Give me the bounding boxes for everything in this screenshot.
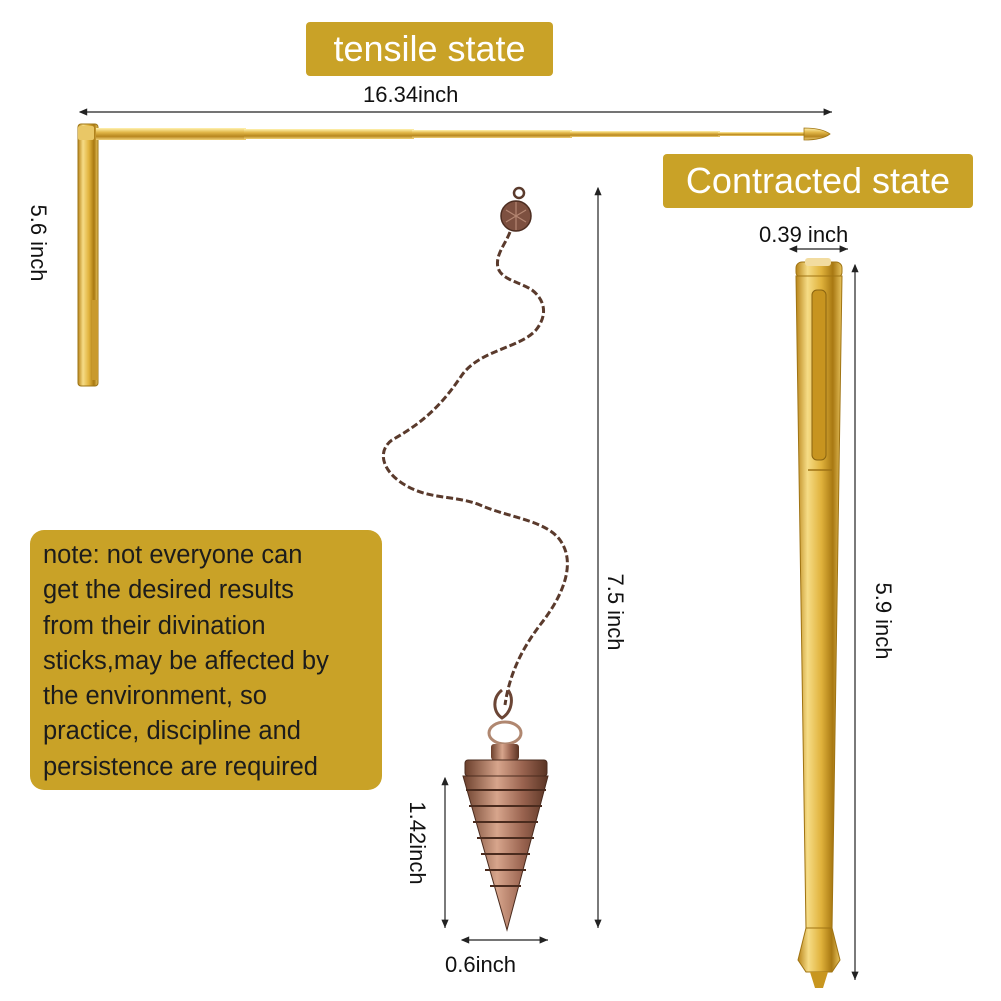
pendulum-width-label: 0.6inch <box>445 952 516 977</box>
pen-width-label: 0.39 inch <box>759 222 849 247</box>
tensile-state-badge: tensile state <box>306 22 553 76</box>
note-line: note: not everyone can <box>43 541 303 569</box>
pendulum-height-label: 1.42inch <box>405 801 430 885</box>
note-box: note: not everyone can get the desired r… <box>30 530 382 790</box>
rod-handle-label: 5.6 inch <box>26 204 51 282</box>
copper-pendulum <box>381 186 569 932</box>
note-line: from their divination <box>43 611 266 640</box>
pendulum-chain-label: 7.5 inch <box>603 573 628 651</box>
note-line: sticks,may be affected by <box>43 646 329 675</box>
note-line: persistence are required <box>43 752 318 781</box>
dowsing-rod-extended <box>77 123 831 387</box>
rod-length-label: 16.34inch <box>363 82 459 107</box>
dimension-lines <box>78 108 859 980</box>
note-line: the environment, so <box>43 682 267 711</box>
contracted-state-badge: Contracted state <box>663 154 973 208</box>
dowsing-rod-contracted <box>795 258 843 988</box>
note-line: practice, discipline and <box>43 717 301 746</box>
pen-length-label: 5.9 inch <box>871 582 896 660</box>
note-line: get the desired results <box>43 576 294 605</box>
